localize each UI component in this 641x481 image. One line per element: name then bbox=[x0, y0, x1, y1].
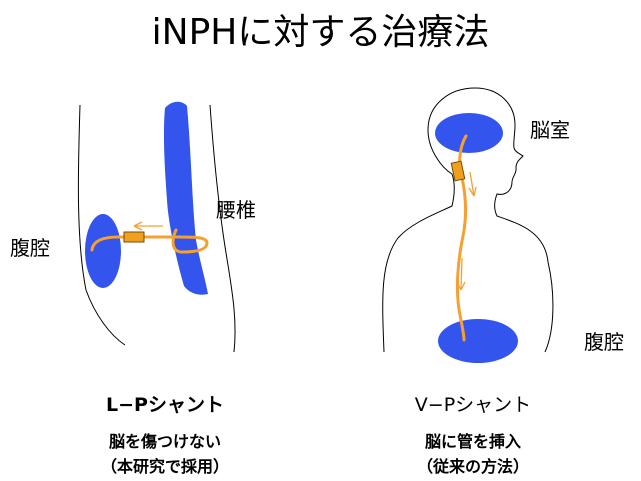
lp-flow-arrow bbox=[133, 221, 163, 231]
vp-abdomen-shape bbox=[438, 319, 518, 363]
lp-abdomen-label: 腹腔 bbox=[10, 236, 50, 260]
lp-body-outline-left bbox=[77, 104, 126, 346]
vp-abdomen-label: 腹腔 bbox=[584, 330, 624, 354]
lp-valve bbox=[123, 231, 145, 243]
lp-method-note-2: （本研究で採用） bbox=[100, 457, 229, 476]
vp-method-note-2: （従来の方法） bbox=[416, 457, 529, 476]
vp-shunt-diagram bbox=[382, 87, 554, 363]
ventricle-label: 脳室 bbox=[530, 118, 570, 142]
lp-method-name: L−Pシャント bbox=[106, 394, 224, 416]
vp-valve bbox=[450, 160, 466, 182]
ventricle-shape bbox=[435, 113, 503, 153]
lumbar-spine-shape bbox=[163, 101, 208, 295]
vp-flow-arrow-lower bbox=[456, 257, 466, 291]
vp-body-outline bbox=[382, 87, 554, 353]
lp-shunt-diagram bbox=[77, 101, 236, 353]
lumbar-label: 腰椎 bbox=[216, 198, 256, 222]
lp-shunt-tube bbox=[90, 228, 209, 254]
vp-method-note-1: 脳に管を挿入 bbox=[424, 432, 521, 451]
lp-body-outline-right bbox=[209, 104, 236, 353]
vp-flow-arrow-upper bbox=[468, 171, 477, 197]
slide-title: iNPHに対する治療法 bbox=[151, 12, 490, 53]
lp-method-note-1: 脳を傷つけない bbox=[108, 432, 221, 451]
lp-abdomen-shape bbox=[85, 214, 121, 288]
vp-method-name: V−Pシャント bbox=[414, 394, 532, 416]
